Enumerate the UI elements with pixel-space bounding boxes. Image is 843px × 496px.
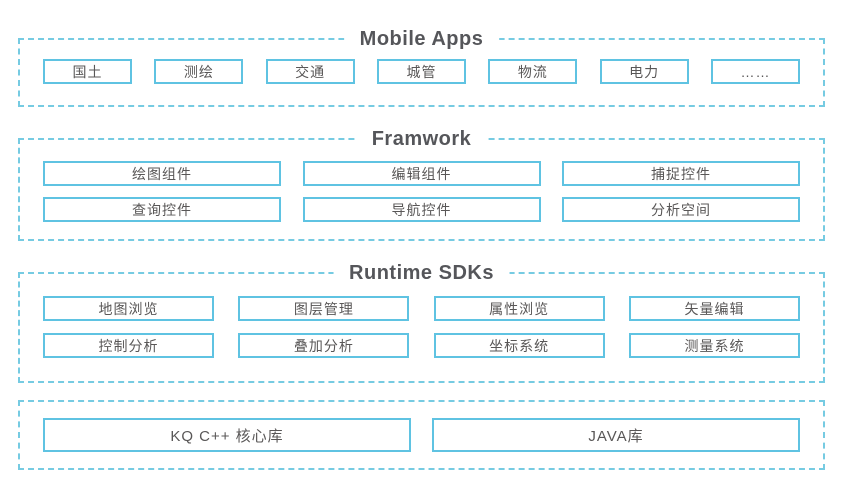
sdk-box-overlay-analysis: 叠加分析	[238, 333, 410, 358]
section-title-mobile-apps: Mobile Apps	[343, 25, 500, 53]
app-box-chengguan: 城管	[376, 59, 466, 84]
section-runtime-sdks: Runtime SDKs 地图浏览 图层管理 属性浏览 矢量编辑 控制分析 叠加…	[18, 259, 825, 383]
app-box-jiaotong: 交通	[265, 59, 355, 84]
runtime-row-2: 控制分析 叠加分析 坐标系统 测量系统	[43, 333, 800, 358]
runtime-row-1: 地图浏览 图层管理 属性浏览 矢量编辑	[43, 296, 800, 321]
core-box-java-library: JAVA库	[432, 418, 800, 452]
app-box-dianli: 电力	[599, 59, 689, 84]
framework-box-query-control: 查询控件	[43, 197, 281, 222]
core-libraries-row: KQ C++ 核心库 JAVA库	[43, 418, 800, 452]
sdk-box-measure-system: 测量系统	[628, 333, 800, 358]
framework-box-drawing-component: 绘图组件	[43, 161, 281, 186]
section-title-framework: Framwork	[355, 125, 488, 153]
framework-box-edit-component: 编辑组件	[302, 161, 541, 186]
framework-box-navigation-control: 导航控件	[302, 197, 541, 222]
sdk-box-attribute-browse: 属性浏览	[433, 296, 605, 321]
core-box-kq-cpp-library: KQ C++ 核心库	[43, 418, 411, 452]
section-framework: Framwork 绘图组件 编辑组件 捕捉控件 查询控件 导航控件 分析空间	[18, 125, 825, 241]
framework-row-1: 绘图组件 编辑组件 捕捉控件	[43, 161, 800, 186]
framework-row-2: 查询控件 导航控件 分析空间	[43, 197, 800, 222]
section-core-libraries: KQ C++ 核心库 JAVA库	[18, 400, 825, 470]
section-title-runtime-sdks: Runtime SDKs	[333, 259, 510, 287]
sdk-box-layer-manage: 图层管理	[238, 296, 410, 321]
sdk-box-control-analysis: 控制分析	[43, 333, 214, 358]
app-box-guotu: 国土	[43, 59, 132, 84]
app-box-wuliu: 物流	[488, 59, 578, 84]
mobile-apps-row: 国土 测绘 交通 城管 物流 电力 ……	[43, 59, 800, 84]
sdk-box-coordinate-system: 坐标系统	[433, 333, 605, 358]
app-box-ellipsis: ……	[710, 59, 800, 84]
framework-box-snap-control: 捕捉控件	[562, 161, 800, 186]
section-mobile-apps: Mobile Apps 国土 测绘 交通 城管 物流 电力 ……	[18, 25, 825, 107]
sdk-box-map-browse: 地图浏览	[43, 296, 214, 321]
sdk-box-vector-edit: 矢量编辑	[628, 296, 800, 321]
framework-box-analysis-space: 分析空间	[562, 197, 800, 222]
app-box-cehui: 测绘	[154, 59, 244, 84]
